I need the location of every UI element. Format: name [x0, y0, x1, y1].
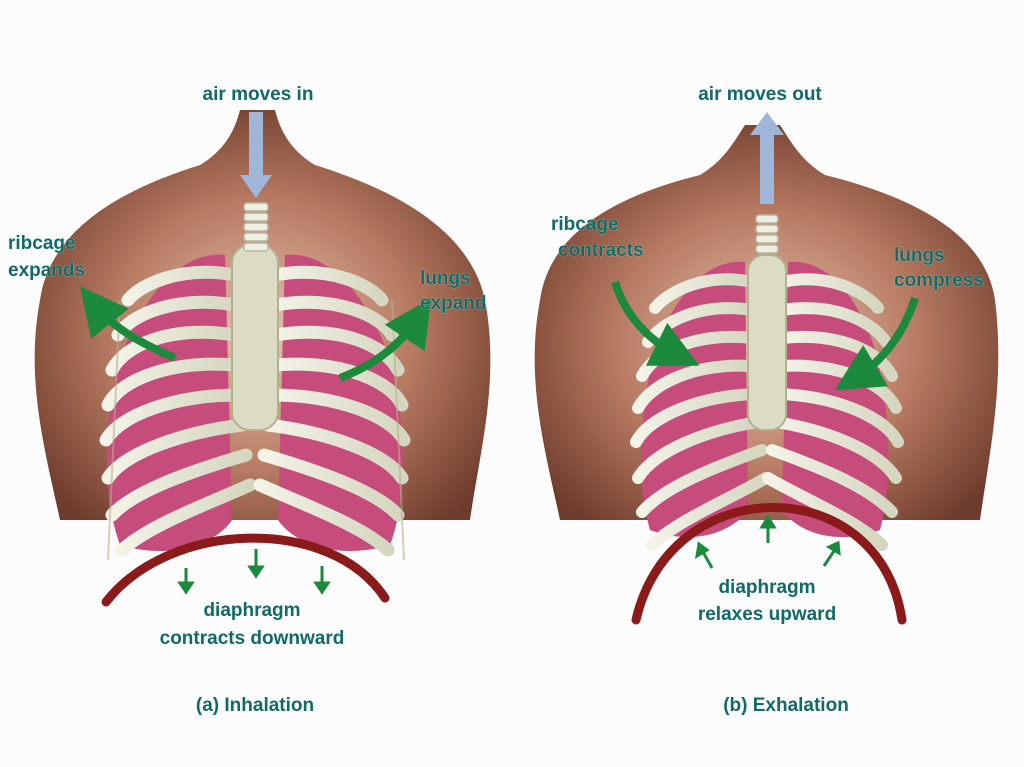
air-out-label: air moves out — [698, 84, 822, 105]
diaphragm-relaxes-line2: relaxes upward — [697, 604, 837, 625]
lungs-expand-label: lungs expand — [420, 266, 487, 316]
exhalation-caption: (b) Exhalation — [723, 695, 849, 716]
diaphragm-relaxes-line1: diaphragm — [718, 577, 816, 598]
lungs-expand-line1: lungs — [420, 268, 471, 289]
diaphragm-relaxes-label: diaphragm relaxes upward — [698, 574, 836, 628]
lungs-compress-arrow — [834, 296, 919, 391]
exhalation-panel — [534, 112, 999, 625]
diaphragm-down-arrows — [177, 549, 331, 595]
lungs-expand-line2: expand — [420, 293, 487, 314]
ribcage-expand-arrow — [79, 286, 177, 362]
air-out-arrow — [750, 112, 784, 204]
inhalation-caption: (a) Inhalation — [195, 695, 315, 716]
ribcage-contracts-line1: ribcage — [551, 214, 619, 235]
diaphragm-a — [101, 533, 390, 607]
lungs-expand-arrow — [338, 298, 432, 382]
diaphragm-contracts-label: diaphragm contracts downward — [160, 597, 345, 653]
sternum-a — [231, 244, 279, 431]
air-in-arrow — [240, 112, 272, 198]
ribcage-contracts-label: ribcage contracts — [551, 212, 644, 264]
trachea-b — [755, 214, 779, 254]
sternum-b — [747, 254, 787, 431]
lungs-compress-line1: lungs — [894, 245, 945, 266]
inhalation-panel — [34, 110, 491, 607]
ribcage-expands-label: ribcage expands — [8, 230, 85, 284]
diaphragm-contracts-line1: diaphragm — [203, 600, 301, 621]
ribcage-contract-arrow — [611, 280, 700, 366]
ribcage-expands-line1: ribcage — [8, 233, 76, 254]
ribcage-contracts-line2: contracts — [558, 240, 644, 261]
lungs-compress-line2: compress — [894, 270, 984, 291]
air-in-label: air moves in — [202, 84, 314, 105]
diaphragm-contracts-line2: contracts downward — [159, 628, 345, 649]
lungs-compress-label: lungs compress — [894, 243, 984, 293]
diaphragm-b — [631, 503, 907, 625]
ribcage-b — [630, 273, 904, 551]
trachea-a — [243, 202, 269, 252]
diaphragm-up-arrows — [694, 514, 841, 569]
ribcage-expands-line2: expands — [8, 260, 86, 281]
